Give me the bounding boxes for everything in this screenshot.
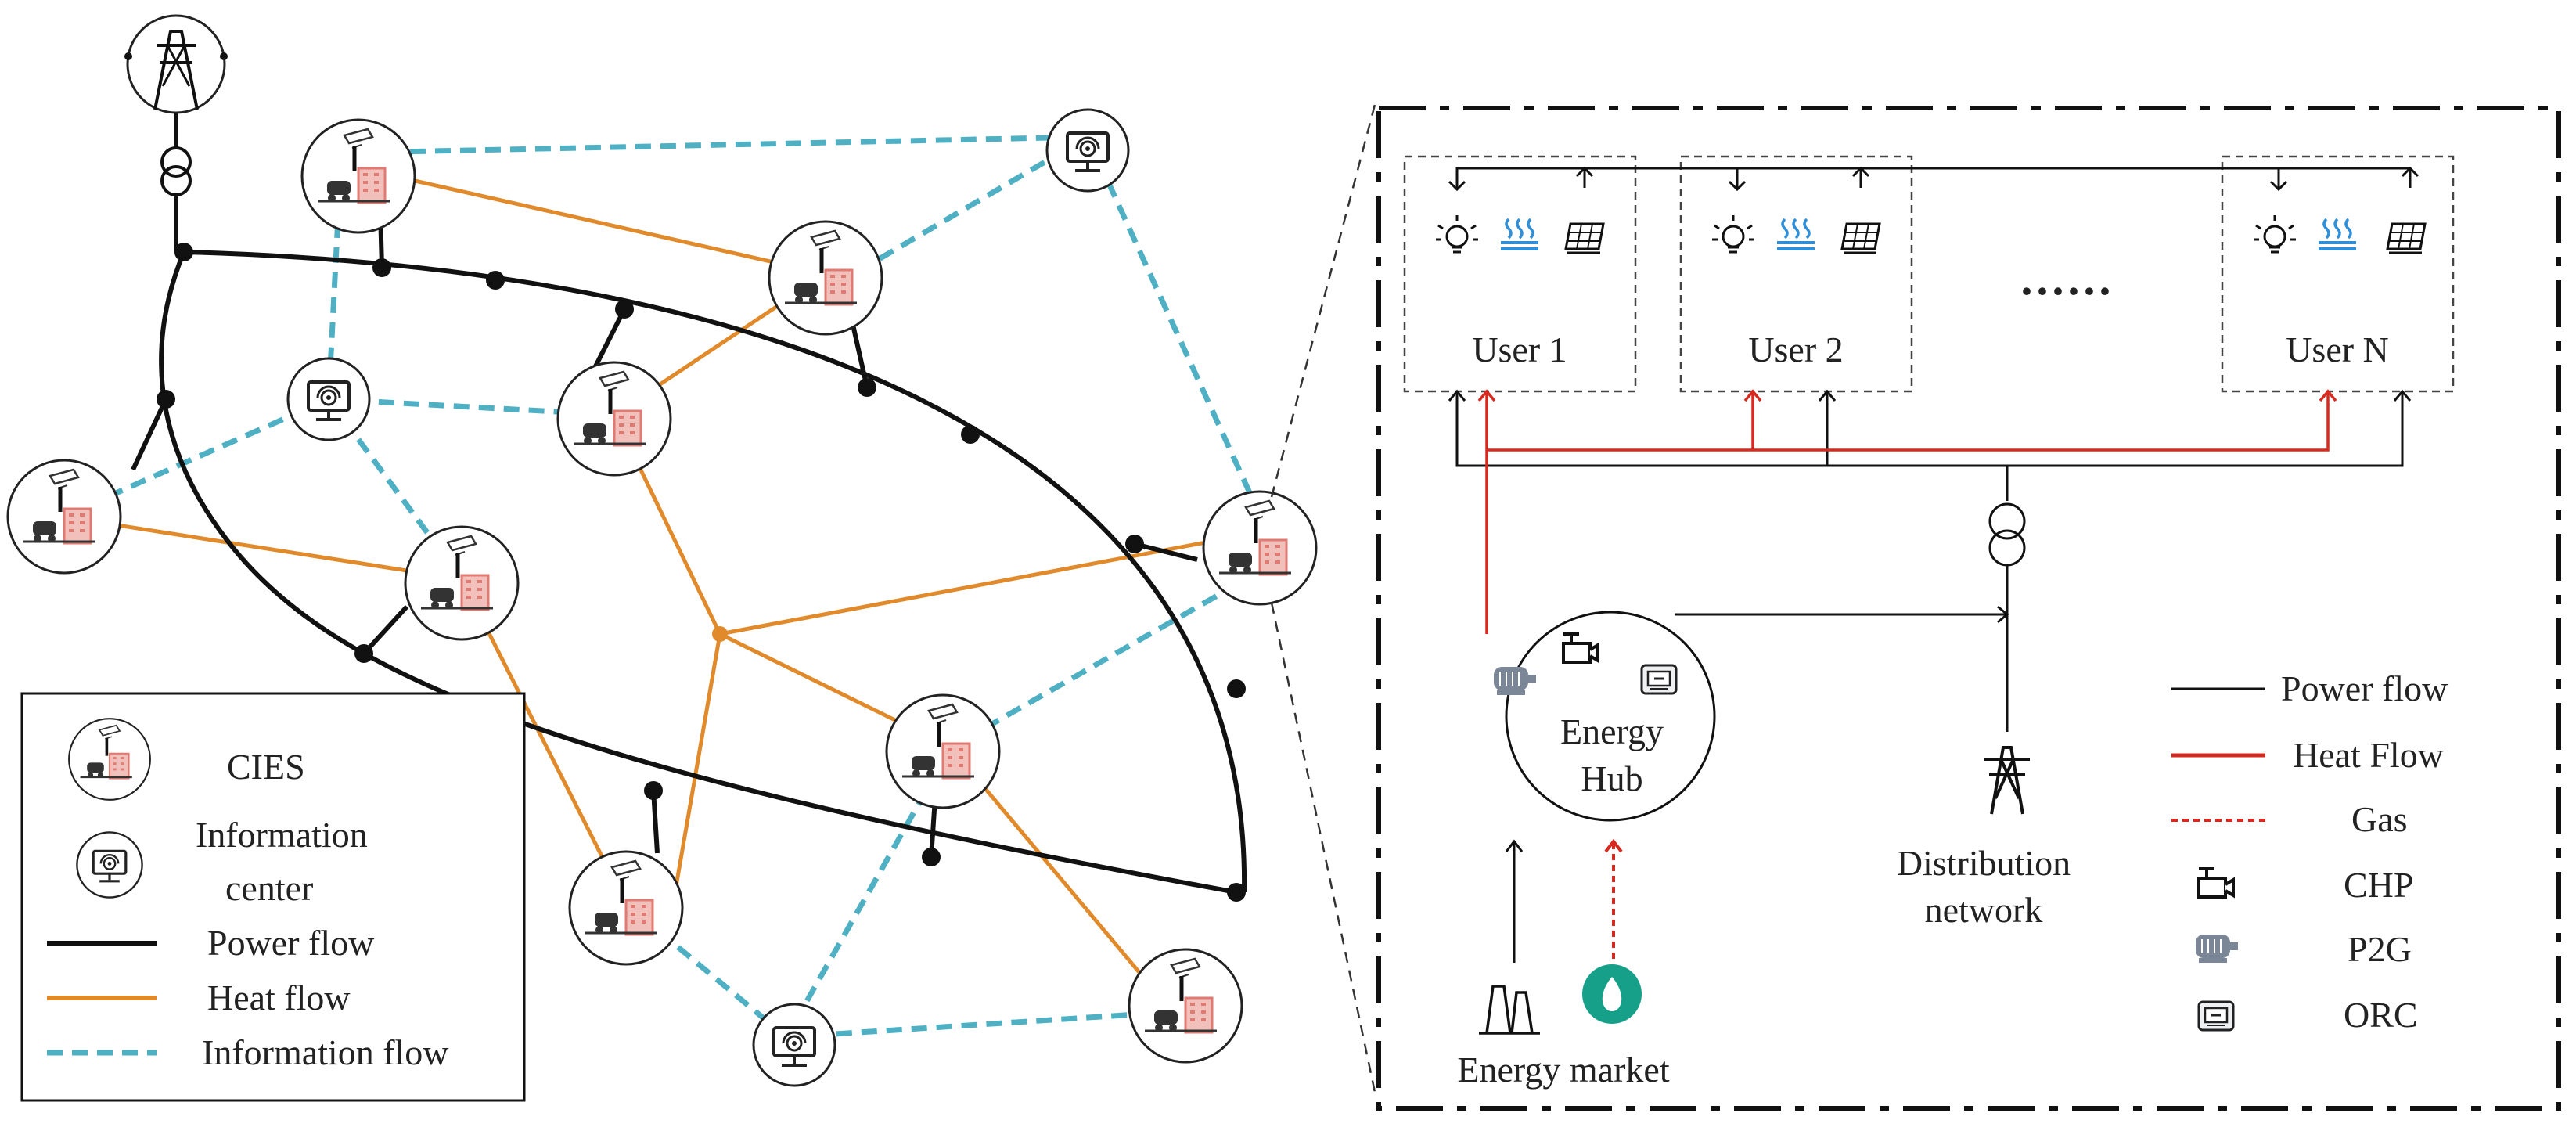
legend-label-heat-flow: Heat Flow [2293,735,2445,775]
orc-icon [2197,1000,2235,1032]
user-n-icons [2252,214,2427,254]
lightbulb-icon [1434,214,1480,254]
solar-panel-icon [2386,222,2427,254]
legend-label-gas: Gas [2351,799,2408,839]
orc-icon [1640,664,1678,695]
heat-wave-icon [1775,218,1816,250]
transformer-icon [1988,502,2026,732]
network-graph [8,14,1316,1087]
energy-hub-label-line1: Energy [1560,711,1664,751]
user-2-box [1679,155,1913,393]
cies-node [558,362,671,475]
cies-icon [67,717,152,801]
legend-label-power-flow: Power flow [2281,668,2448,708]
distribution-label-line2: network [1925,890,2043,930]
user-2-label: User 2 [1748,330,1843,369]
user-power-bus [1448,389,2412,501]
lightbulb-icon [2252,214,2297,254]
transformer-icon [160,113,192,252]
legend-label-information: Information [196,815,368,855]
legend-label-center: center [225,868,313,908]
user-1-label: User 1 [1472,330,1567,369]
legend-label-chp: CHP [2344,865,2413,905]
ellipsis: ······ [2019,265,2113,317]
gas-flame-icon [1582,964,1642,1024]
detail-panel: User 1 User 2 User N ······ [1376,106,2561,1111]
heat-wave-icon [2317,218,2358,250]
user-1-box [1403,155,1637,393]
power-plant-icon [1479,985,1540,1035]
cies-node [570,852,682,964]
information-center-icon [75,830,144,899]
cies-node [769,222,882,334]
hub-to-grid-line [1675,605,2009,624]
right-legend: Power flow Heat Flow Gas CHP P2G ORC [2171,668,2448,1035]
user-2-icons [1711,214,1881,254]
legend-label-heat-flow: Heat flow [207,978,351,1018]
power-flow-lines [131,211,1247,895]
bus-nodes [157,243,1246,902]
cies-node [1129,949,1242,1062]
cies-node [8,460,121,573]
information-center-node [752,1003,836,1087]
cies-node [1203,492,1316,604]
user-n-label: User N [2286,330,2389,369]
heat-junction-node [712,626,728,642]
information-center-node [1045,108,1130,193]
legend-label-information-flow: Information flow [202,1032,449,1072]
legend-label-p2g: P2G [2348,929,2412,969]
energy-market-label: Energy market [1457,1050,1669,1090]
chp-icon [2197,867,2235,899]
user-n-box [2221,155,2455,393]
cies-node [887,695,999,808]
lightbulb-icon [1711,214,1756,254]
market-gas-arrow [1604,838,1623,959]
user-heat-bus [1477,389,2337,634]
cies-node [302,120,415,232]
p2g-icon [2195,934,2239,964]
left-legend: CIES Information center Power flow Heat … [20,692,526,1102]
user-top-power-lines [1448,166,2419,192]
solar-panel-icon [1840,222,1881,254]
energy-hub: Energy Hub [1493,611,1716,822]
information-center-node [286,357,371,441]
cies-node [405,527,518,639]
legend-label-cies: CIES [227,747,305,787]
energy-hub-label-line2: Hub [1581,758,1642,798]
heat-wave-icon [1499,218,1540,250]
transmission-tower-icon [124,14,228,114]
legend-label-power-flow: Power flow [207,923,375,963]
distribution-label-line1: Distribution [1897,843,2071,883]
zoom-connector-lines [1270,101,1377,1097]
legend-label-orc: ORC [2344,995,2418,1035]
user-1-icons [1434,214,1605,254]
distribution-tower-icon [1984,746,2030,815]
market-power-arrow [1505,839,1524,963]
solar-panel-icon [1564,222,1605,254]
